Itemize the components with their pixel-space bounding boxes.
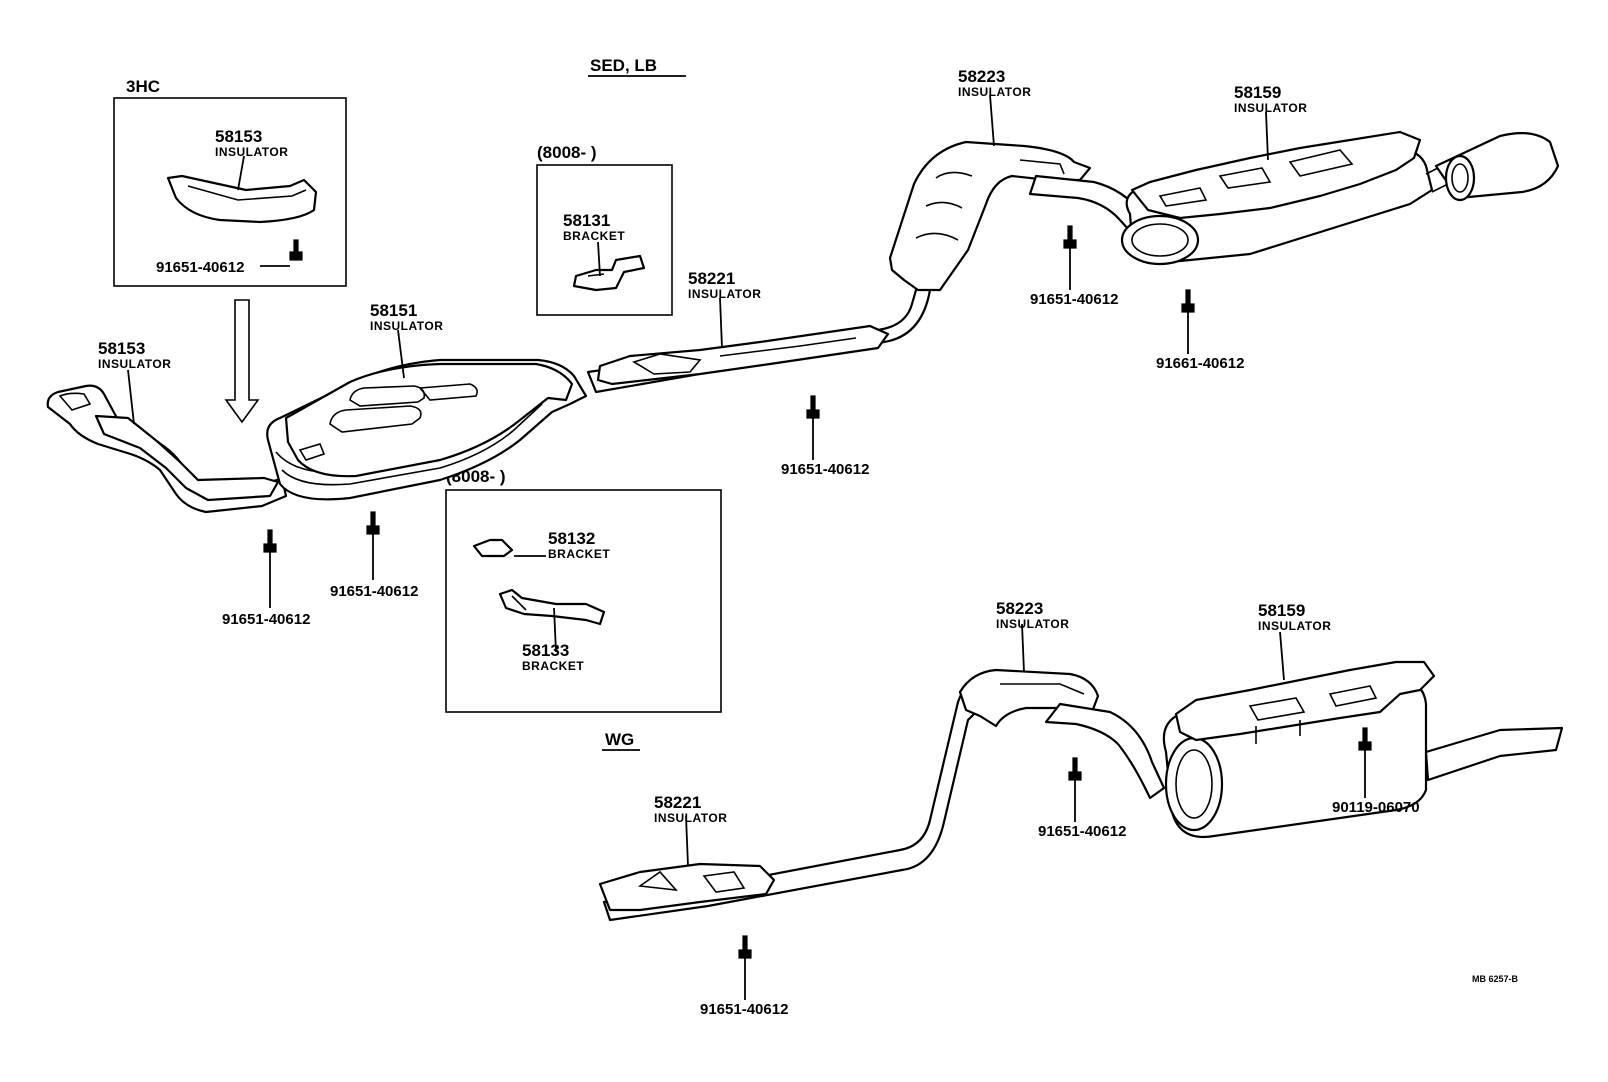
box-8008-bracket-58133 (498, 588, 606, 626)
bolt-icon (1063, 225, 1077, 249)
callout-58223-bottom: 58223 INSULATOR (996, 599, 1069, 631)
tail-pipe-top (1434, 131, 1560, 202)
heading-3hc: 3HC (126, 77, 160, 96)
box-8008-bracket-58131 (572, 254, 646, 292)
svg-text:58159: 58159 (1258, 601, 1305, 620)
box-8008-top: (8008- ) (536, 143, 673, 316)
arrow-3hc-to-pipe (224, 299, 260, 424)
svg-text:BRACKET: BRACKET (563, 229, 625, 243)
bolt-icon (1181, 289, 1195, 313)
tail-pipe-bottom (1424, 726, 1564, 782)
callout-58159-bottom: 58159 INSULATOR (1258, 601, 1331, 633)
pn-bolt-front1: 91651-40612 (222, 611, 310, 628)
svg-text:58151: 58151 (370, 301, 417, 320)
svg-text:58221: 58221 (654, 793, 701, 812)
svg-text:58131: 58131 (563, 211, 610, 230)
box-8008-bottom: (8008- ) (445, 467, 722, 713)
svg-text:INSULATOR: INSULATOR (98, 357, 171, 371)
svg-text:INSULATOR: INSULATOR (1258, 619, 1331, 633)
heading-wg: WG (605, 730, 634, 749)
bolt-icon (289, 239, 303, 261)
svg-text:58221: 58221 (688, 269, 735, 288)
bolt-icon (738, 935, 752, 959)
bolt-icon (806, 395, 820, 419)
callout-58221-bottom: 58221 INSULATOR (654, 793, 727, 825)
pn-bolt-rear-bot2: 90119-06070 (1332, 799, 1420, 816)
mid-insulator-58223-top (888, 140, 1092, 292)
callout-58153-box: 58153 INSULATOR (215, 127, 288, 159)
center-insulator-58221-top (596, 324, 890, 386)
callout-58133: 58133 BRACKET (522, 641, 584, 673)
callout-58159-top: 58159 INSULATOR (1234, 83, 1307, 115)
svg-text:INSULATOR: INSULATOR (996, 617, 1069, 631)
svg-text:INSULATOR: INSULATOR (1234, 101, 1307, 115)
svg-text:58223: 58223 (958, 67, 1005, 86)
center-insulator-58221-bottom (598, 862, 776, 912)
svg-text:58223: 58223 (996, 599, 1043, 618)
svg-text:BRACKET: BRACKET (548, 547, 610, 561)
leader-lines (127, 94, 1366, 1000)
svg-text:INSULATOR: INSULATOR (215, 145, 288, 159)
pn-bolt-rear-top1: 91651-40612 (1030, 291, 1118, 308)
pn-bolt-rear-bot1: 91651-40612 (1038, 823, 1126, 840)
bolt-icon (366, 511, 380, 535)
svg-text:INSULATOR: INSULATOR (688, 287, 761, 301)
pn-bolt-rear-top2: 91661-40612 (1156, 355, 1244, 372)
box-8008-bracket-58132 (472, 538, 514, 558)
callout-58132: 58132 BRACKET (548, 529, 610, 561)
converter-insulator-58151 (284, 362, 574, 478)
heading-sed-lb: SED, LB (590, 56, 657, 75)
svg-text:58159: 58159 (1234, 83, 1281, 102)
callout-58221-top: 58221 INSULATOR (688, 269, 761, 301)
callout-58223-top: 58223 INSULATOR (958, 67, 1031, 99)
pn-bolt-box: 91651-40612 (156, 259, 244, 276)
svg-text:58132: 58132 (548, 529, 595, 548)
svg-text:58153: 58153 (98, 339, 145, 358)
mid-insulator-58223-bottom (958, 668, 1100, 728)
svg-text:INSULATOR: INSULATOR (654, 811, 727, 825)
pn-bolt-front2: 91651-40612 (330, 583, 418, 600)
muffler-insulator-58159-bottom (1174, 660, 1436, 744)
front-pipe-insulator (94, 414, 280, 502)
drawing-code: MB 6257-B (1472, 974, 1519, 984)
svg-text:INSULATOR: INSULATOR (370, 319, 443, 333)
box-3hc: 3HC (113, 77, 347, 287)
bolt-icon (1068, 757, 1082, 781)
svg-text:58133: 58133 (522, 641, 569, 660)
svg-text:BRACKET: BRACKET (522, 659, 584, 673)
callout-58153: 58153 INSULATOR (98, 339, 171, 371)
callout-58131: 58131 BRACKET (563, 211, 625, 243)
pn-bolt-bottom: 91651-40612 (700, 1001, 788, 1018)
svg-text:58153: 58153 (215, 127, 262, 146)
box-3hc-insulator (166, 174, 318, 224)
callout-58151: 58151 INSULATOR (370, 301, 443, 333)
heading-date-box1: (8008- ) (537, 143, 597, 162)
muffler-insulator-58159-top (1130, 130, 1422, 220)
tail-pipe-link-bottom (1044, 702, 1166, 800)
pn-bolt-mid: 91651-40612 (781, 461, 869, 478)
bolt-icon (263, 529, 277, 553)
svg-text:INSULATOR: INSULATOR (958, 85, 1031, 99)
